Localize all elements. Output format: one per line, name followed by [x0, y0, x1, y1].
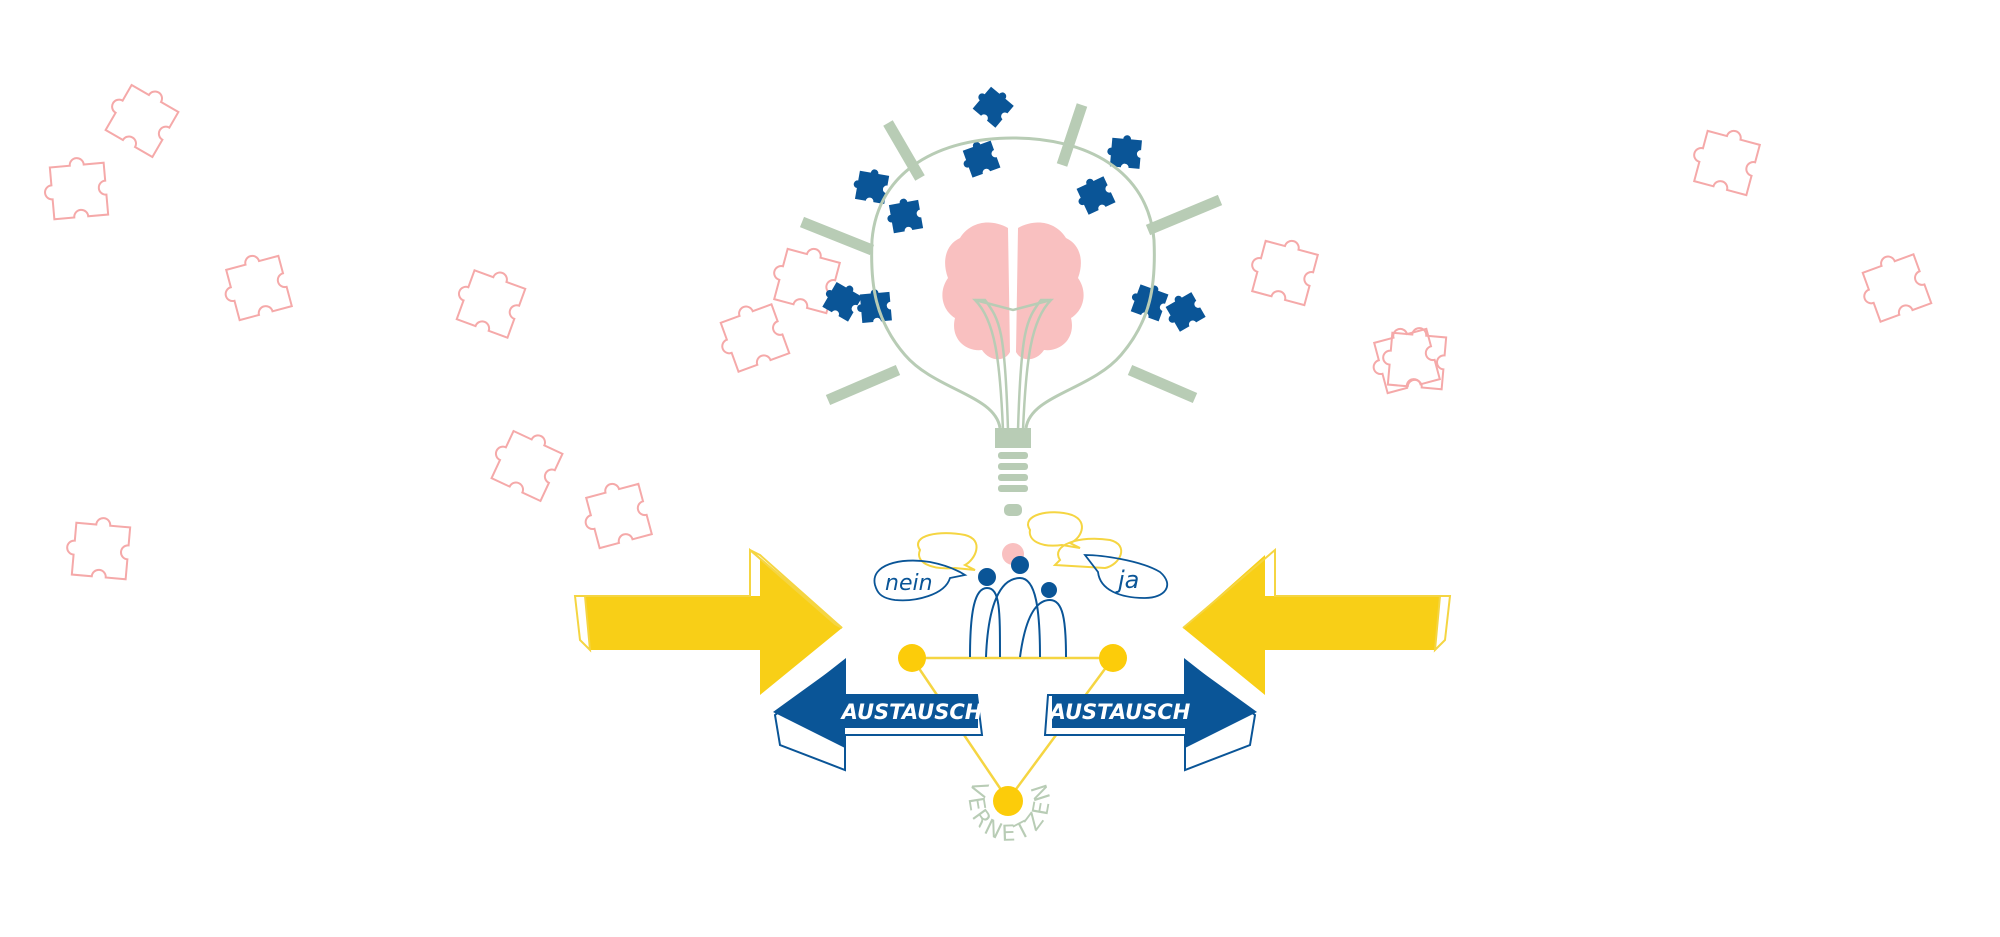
puzzle-piece-icon [98, 74, 183, 159]
puzzle-piece-icon [969, 81, 1017, 128]
puzzle-piece-icon [63, 514, 132, 581]
exchange-label-left: AUSTAUSCH [840, 700, 983, 724]
people-icon [969, 543, 1067, 658]
network-nodes [898, 644, 1127, 816]
puzzle-piece-icon [818, 276, 865, 322]
puzzle-piece-icon [41, 154, 110, 221]
blue-arrow-left: AUSTAUSCH [773, 657, 984, 772]
puzzle-piece-icon [710, 296, 791, 376]
puzzle-piece-icon [216, 248, 293, 323]
yellow-arrow-right [1182, 547, 1452, 695]
puzzle-piece-icon [484, 420, 567, 502]
blue-arrow-right: AUSTAUSCH [1043, 657, 1257, 772]
speech-bubbles: nein ja [873, 511, 1169, 602]
puzzle-piece-icon [1686, 121, 1763, 197]
puzzle-piece-icon [1852, 246, 1933, 326]
bubble-yes-text: ja [1115, 566, 1139, 594]
light-rays [799, 103, 1223, 406]
yellow-arrow-left [573, 547, 843, 695]
puzzle-piece-icon [884, 196, 924, 234]
lightbulb-icon [870, 136, 1156, 516]
puzzle-piece-icon [1244, 231, 1321, 307]
puzzle-piece-icon [1071, 172, 1116, 217]
speech-bubble-icon [1083, 554, 1169, 599]
brain-icon [942, 222, 1084, 360]
exchange-label-right: AUSTAUSCH [1048, 700, 1191, 724]
bulb-base [995, 428, 1031, 516]
bubble-no-text: nein [885, 571, 933, 596]
puzzle-piece-icon [449, 260, 529, 339]
speech-bubble-icon [873, 559, 968, 602]
puzzle-piece-icon [576, 476, 653, 551]
